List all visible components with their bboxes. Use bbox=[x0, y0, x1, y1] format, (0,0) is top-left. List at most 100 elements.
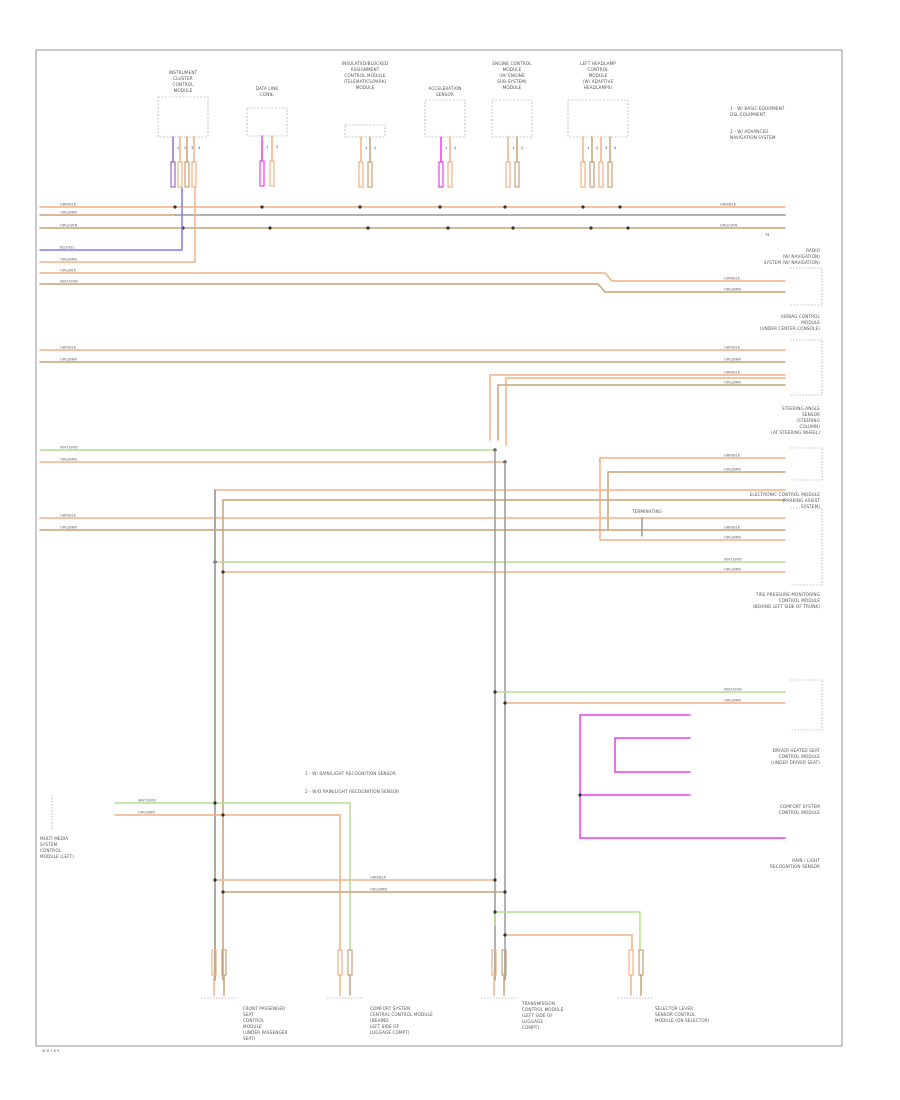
splice-dot bbox=[589, 226, 593, 230]
wire-color-label: GRN/BLK bbox=[724, 454, 741, 458]
wire-color-label: ORG/BRN bbox=[724, 381, 741, 385]
splice-dot bbox=[493, 690, 497, 694]
bottom-component-label: LEFT SIDE OF bbox=[370, 1024, 400, 1029]
splice-dot bbox=[581, 205, 585, 209]
connector-body bbox=[170, 161, 176, 188]
top-component-label: HEADLAMPS) bbox=[584, 85, 613, 90]
wire-color-label: WHT/GRN bbox=[724, 558, 742, 562]
splice-dot bbox=[578, 793, 582, 797]
splice-dot bbox=[503, 933, 507, 937]
bottom-component-label: MODULE (ON SELECTOR) bbox=[655, 1018, 710, 1023]
bottom-component-label: COMPT) bbox=[522, 1025, 539, 1030]
connector-body bbox=[177, 161, 183, 188]
wire-color-label: ORG/BRN bbox=[370, 888, 387, 892]
splice-dot bbox=[493, 910, 497, 914]
top-component-box bbox=[424, 99, 466, 138]
connector-body bbox=[367, 161, 373, 188]
bottom-component-label: SEAT) bbox=[243, 1036, 256, 1041]
bus-wire bbox=[579, 714, 691, 839]
splice-dot bbox=[268, 226, 272, 230]
top-component-label: CONTROL bbox=[172, 82, 194, 87]
wire-color-label: ORG/BRN bbox=[724, 568, 741, 572]
wire-color-label: GRN/BLK bbox=[724, 371, 741, 375]
left-component-label: MODULE (LEFT) bbox=[40, 854, 74, 859]
right-component-label: AIRBAG CONTROL bbox=[781, 314, 821, 319]
wire-color-label: GRN/BLK bbox=[724, 346, 741, 350]
pin-number: 3 bbox=[605, 146, 607, 150]
connector-body bbox=[628, 949, 634, 976]
top-component-label: MODULE bbox=[589, 73, 608, 78]
bus-wire bbox=[214, 489, 786, 981]
splice-dot bbox=[221, 813, 225, 817]
top-component-label: ASSIGNMENT bbox=[351, 67, 380, 72]
pin-number: 2 bbox=[521, 146, 523, 150]
pin-number: 4 bbox=[614, 146, 617, 150]
splice-dot bbox=[221, 570, 225, 574]
connector-body bbox=[191, 161, 197, 188]
top-component-box bbox=[567, 99, 629, 138]
wire-color-label: ORG/BRN bbox=[138, 811, 155, 815]
wire-color-label: ORG/BRN bbox=[724, 699, 741, 703]
right-component-label: COLUMN) bbox=[800, 424, 821, 429]
right-component-label: TIRE PRESSURE MONITORING bbox=[755, 592, 820, 597]
bottom-component-label: SEAT bbox=[243, 1012, 254, 1017]
top-component-label: MODULE bbox=[503, 67, 522, 72]
top-component-label: MODULE bbox=[174, 88, 193, 93]
connector-body bbox=[589, 161, 595, 188]
bottom-component-label: CONTROL MODULE bbox=[522, 1007, 564, 1012]
mid-note-2: 2 - W/O RAIN/LIGHT RECOGNITION SENSOR bbox=[305, 789, 399, 794]
terminal-tag: T4 bbox=[764, 233, 770, 237]
bus-wire bbox=[614, 737, 691, 773]
splice-dot bbox=[366, 226, 370, 230]
bus-wire bbox=[599, 457, 786, 463]
left-component-label: MULTI MEDIA bbox=[40, 836, 68, 841]
wire-layer bbox=[39, 135, 786, 996]
connector-body bbox=[607, 161, 613, 188]
right-component-label: (BEHIND LEFT SIDE OF TRUNK) bbox=[753, 604, 821, 609]
splice-dot bbox=[626, 226, 630, 230]
wire-color-label: WHT/GRN bbox=[724, 688, 742, 692]
top-note-2: DSL EQUIPMENT bbox=[730, 112, 766, 117]
right-component-label: ELECTRONIC CONTROL MODULE bbox=[750, 492, 821, 497]
top-component-label: ENGINE CONTROL bbox=[492, 61, 532, 66]
splice-dot bbox=[503, 890, 507, 894]
splice-dot bbox=[260, 205, 264, 209]
right-component-label: CONTROL MODULE bbox=[779, 754, 821, 759]
pin-number: 2 bbox=[276, 145, 278, 149]
wire-color-label: ORG/BRN bbox=[60, 358, 77, 362]
wire-color-label: ORG/BRN bbox=[724, 468, 741, 472]
top-component-label: (W/ ADAPTIVE bbox=[583, 79, 614, 84]
wire-color-label: GRN/BLK bbox=[724, 277, 741, 281]
pin-number: 2 bbox=[184, 146, 186, 150]
connector-body bbox=[514, 161, 520, 188]
top-component-box bbox=[344, 124, 386, 138]
wire-color-label: ORG/BRN bbox=[60, 211, 77, 215]
top-component-label: (TELEMATICS/PARK) bbox=[344, 79, 387, 84]
top-component-label: INSULATED/BLOCKED bbox=[342, 61, 389, 66]
right-component-label: (W/ NAVIGATION) bbox=[783, 254, 821, 259]
mid-note-1: 1 - W/ RAIN/LIGHT RECOGNITION SENSOR bbox=[305, 771, 396, 776]
wire-color-label: WHT/GRN bbox=[60, 446, 78, 450]
wire-color-label: ORG/BRN bbox=[60, 526, 77, 530]
splice-dot bbox=[213, 801, 217, 805]
right-component-label: DRIVER HEATED SEAT bbox=[773, 748, 821, 753]
bus-wire bbox=[497, 384, 786, 441]
right-component-label: COMFORT SYSTEM bbox=[780, 804, 820, 809]
right-component-label: CONTROL MODULE bbox=[779, 810, 821, 815]
wire-color-label: ORG/BRN bbox=[60, 258, 77, 262]
bottom-component-label: (UNDER PASSENGER bbox=[243, 1030, 288, 1035]
pin-number: 1 bbox=[365, 146, 367, 150]
pin-number: 1 bbox=[445, 146, 447, 150]
wire-color-label: ORG/GRN bbox=[720, 224, 738, 228]
component-outline bbox=[790, 267, 823, 306]
top-component-label: CONTROL bbox=[587, 67, 609, 72]
connector-body bbox=[447, 161, 453, 188]
splice-dot bbox=[618, 205, 622, 209]
wire-color-label: ORG/BLK bbox=[60, 269, 77, 273]
wire-color-label: ORG/GRN bbox=[60, 224, 78, 228]
connector-body bbox=[337, 949, 343, 976]
right-component-label: (UNDER DRIVER SEAT) bbox=[771, 760, 820, 765]
wire-color-label: WHT/GRN bbox=[60, 280, 78, 284]
